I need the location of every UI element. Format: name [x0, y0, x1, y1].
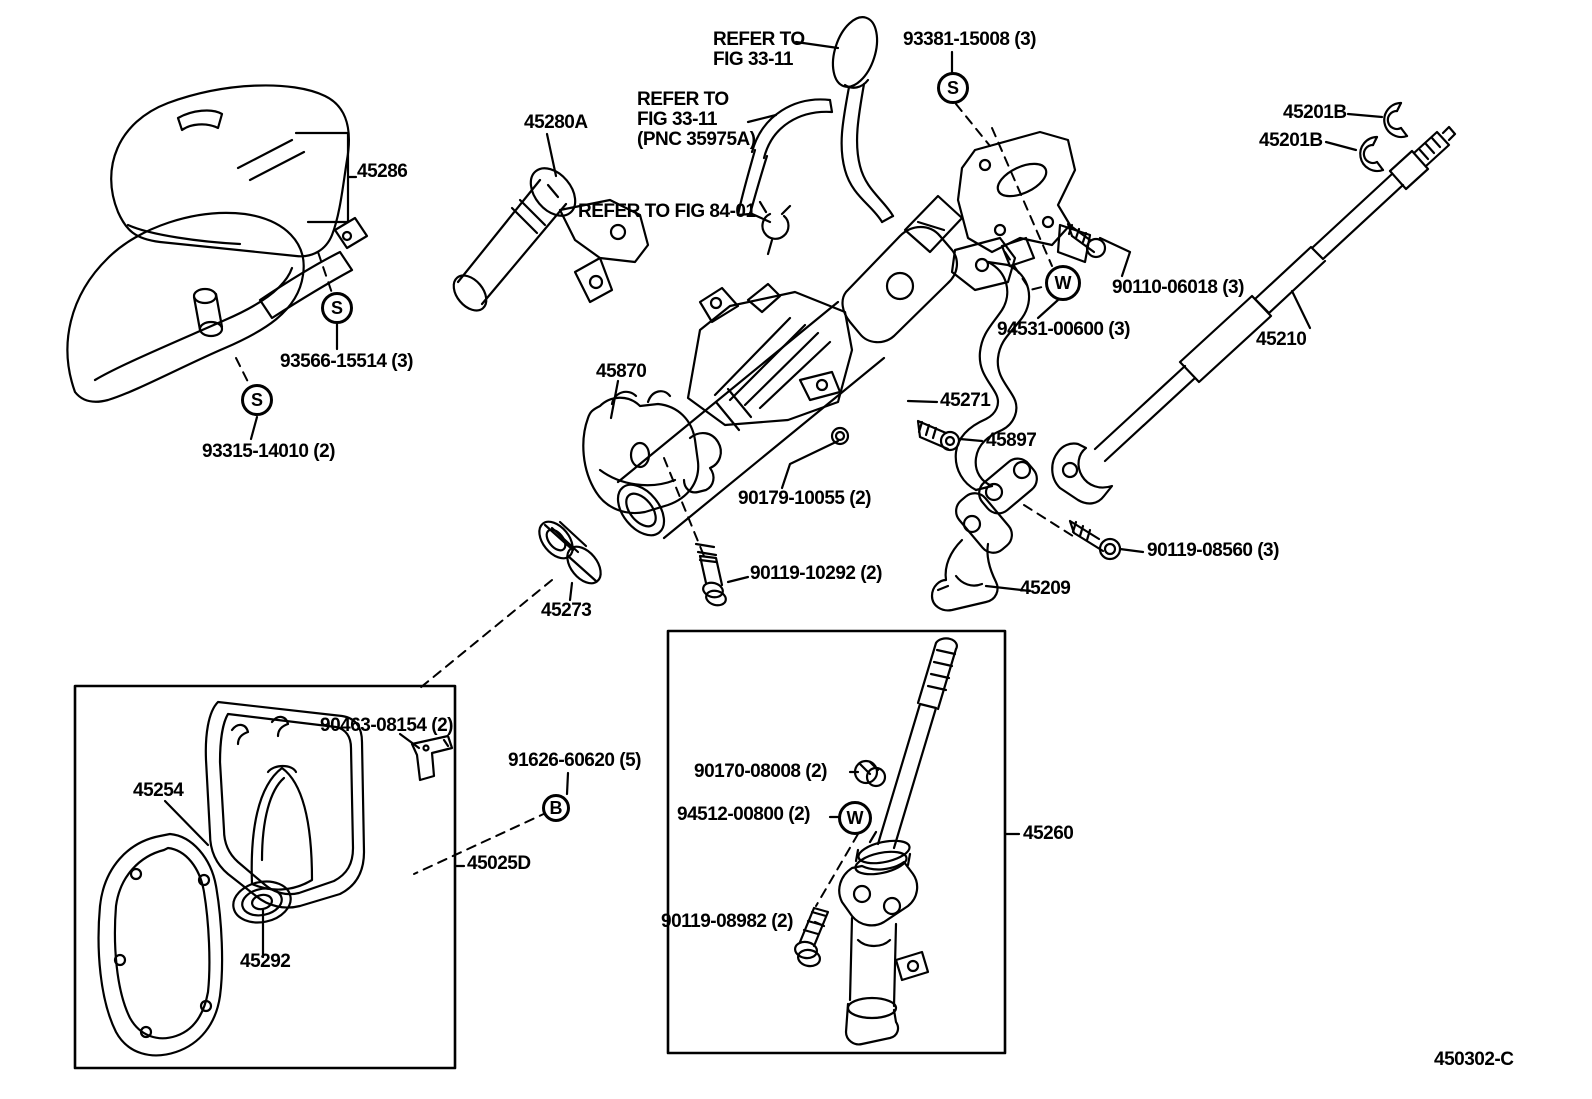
part-45280A: 45280A	[524, 112, 588, 133]
s-symbol: S	[937, 72, 969, 104]
bracket-cluster-drawing	[841, 130, 1092, 344]
part-45271: 45271	[940, 390, 991, 411]
part-45201B-upper: 45201B	[1283, 102, 1347, 123]
part-90110-06018: 90110-06018 (3)	[1112, 277, 1244, 298]
part-90119-10292: 90119-10292 (2)	[750, 563, 882, 584]
clamp-drawing	[758, 200, 792, 256]
part-45210: 45210	[1256, 329, 1307, 350]
part-90170-08008: 90170-08008 (2)	[694, 761, 828, 782]
dashed-lines	[235, 103, 1077, 907]
refer-fig-33-11-pnc: REFER TO FIG 33-11 (PNC 35975A)	[637, 89, 756, 151]
wire-protector-drawing	[954, 236, 1036, 492]
s-symbol: S	[321, 292, 353, 324]
part-45209: 45209	[1020, 578, 1071, 599]
part-90463-08154: 90463-08154 (2)	[320, 715, 454, 736]
main-shaft-drawing	[1051, 125, 1457, 505]
part-94512-00800: 94512-00800 (2)	[677, 804, 811, 825]
part-93381-15008: 93381-15008 (3)	[903, 29, 1037, 50]
part-91626-60620: 91626-60620 (5)	[508, 750, 642, 771]
e-clip-drawing	[1359, 101, 1409, 173]
part-45897: 45897	[986, 430, 1037, 451]
ignition-lock-drawing	[452, 167, 650, 312]
hole-cover-box-drawing	[73, 684, 457, 1070]
part-90119-08560: 90119-08560 (3)	[1147, 540, 1279, 561]
w-symbol: W	[1045, 265, 1081, 301]
part-93566-15514: 93566-15514 (3)	[280, 351, 414, 372]
intermediate-shaft-box-drawing	[666, 629, 1007, 1055]
part-45254: 45254	[133, 780, 184, 801]
horn-contact-drawing	[736, 98, 834, 217]
turn-signal-lever-drawing	[831, 16, 895, 224]
w-symbol: W	[838, 801, 872, 835]
part-45025D: 45025D	[467, 853, 531, 874]
part-45201B-lower: 45201B	[1259, 130, 1323, 151]
part-45292: 45292	[240, 951, 291, 972]
part-93315-14010: 93315-14010 (2)	[202, 441, 336, 462]
part-45260: 45260	[1023, 823, 1074, 844]
part-45273: 45273	[541, 600, 592, 621]
column-cover-drawing	[66, 84, 369, 403]
fastener-drawing	[694, 222, 1122, 607]
refer-fig-84-01: REFER TO FIG 84-01	[578, 201, 756, 222]
leader-lines	[163, 40, 1384, 959]
part-90119-08982: 90119-08982 (2)	[661, 911, 793, 932]
refer-fig-33-11-top: REFER TO FIG 33-11	[713, 29, 805, 71]
column-assembly-drawing	[538, 282, 886, 585]
part-45286: 45286	[357, 161, 408, 182]
s-symbol: S	[241, 384, 273, 416]
figure-code: 450302-C	[1434, 1049, 1514, 1070]
part-90179-10055: 90179-10055 (2)	[738, 488, 872, 509]
universal-joint-drawing	[930, 457, 1038, 612]
b-symbol: B	[542, 794, 570, 822]
part-94531-00600: 94531-00600 (3)	[997, 319, 1131, 340]
part-45870: 45870	[596, 361, 647, 382]
